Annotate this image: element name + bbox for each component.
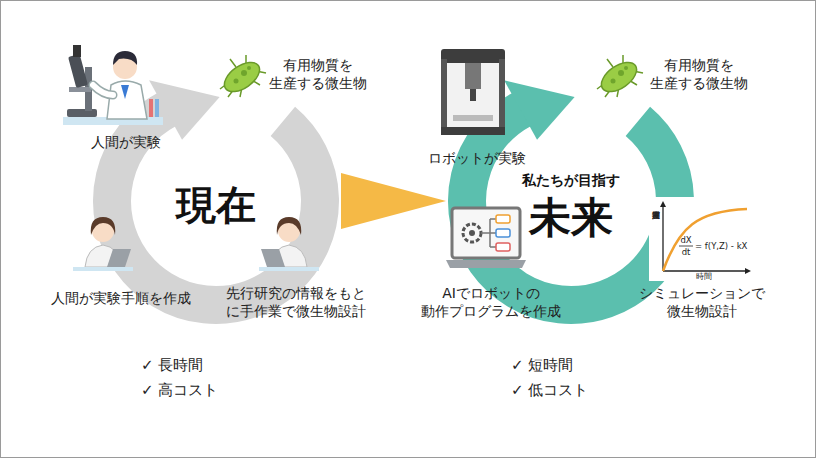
cycle-arrowhead (504, 80, 575, 139)
scientist-icon (63, 37, 163, 132)
scientist-icon-part (93, 85, 113, 95)
simulation-graph (649, 197, 754, 281)
researcher-icon (259, 209, 319, 271)
microbe-icon-part (611, 79, 616, 84)
laptop-icon-part (463, 224, 481, 242)
simulation-graph-part (663, 209, 747, 271)
laptop-icon-part (452, 208, 520, 258)
scientist-icon-part (68, 54, 88, 88)
laptop-icon-part (496, 243, 510, 251)
scientist-icon-part (149, 99, 153, 117)
laptop-icon-part (496, 229, 510, 237)
robot-icon-part (441, 127, 505, 135)
robot-icon-part (441, 49, 505, 63)
microbe-icon (596, 55, 643, 97)
scientist-icon-part (121, 85, 129, 99)
scientist-icon-part (107, 81, 147, 119)
robot-icon-part (499, 59, 505, 133)
microbe-icon-part (618, 70, 624, 76)
check-item: ✓ 長時間 (141, 356, 271, 376)
scientist-icon-part (67, 109, 97, 117)
robot-icon-part (470, 89, 476, 101)
equation-part: dX (675, 235, 697, 245)
microbe-icon-part (624, 66, 628, 70)
researcher-icon-part (259, 267, 319, 271)
researcher-icon-part (73, 267, 133, 271)
laptop-icon (446, 208, 526, 268)
microbe-icon-part (241, 70, 247, 76)
scientist-icon (63, 45, 163, 125)
scientist-icon-part (93, 85, 113, 95)
robot-icon (437, 45, 509, 137)
researcher-icon (73, 209, 133, 271)
simulation-graph-part (662, 203, 663, 271)
scientist-icon-part (69, 87, 91, 92)
microbe-icon-part (234, 79, 239, 84)
axis-label: 時間 (689, 272, 719, 282)
cycle-arrowhead (149, 80, 220, 139)
microbe-icon-part (596, 57, 641, 98)
laptop-icon (446, 204, 526, 276)
researcher-icon-part (261, 249, 285, 267)
cycle-title: 現在 (176, 182, 256, 228)
cycle-title: 未来 (529, 194, 613, 242)
laptop-icon-part (481, 219, 496, 247)
robot-icon (441, 49, 505, 135)
step-caption: シミュレーションで 微生物設計 (623, 284, 781, 320)
laptop-icon-part (446, 260, 526, 268)
robot-icon-part (453, 115, 493, 121)
researcher-icon (73, 217, 133, 271)
simulation-graph (649, 197, 754, 281)
robot-icon-part (447, 63, 499, 127)
check-item: ✓ 高コスト (141, 381, 271, 401)
robot-icon-part (441, 59, 447, 133)
microbe-icon-part (597, 55, 643, 97)
simulation-graph-part (679, 246, 693, 247)
step-caption: 人間が実験手順を作成 (46, 289, 196, 307)
step-caption: 先行研究の情報をもと に手作業で微生物設計 (213, 284, 379, 320)
simulation-graph-part (663, 270, 749, 271)
laptop-icon-part (469, 230, 475, 236)
step-caption: 人間が実験 (71, 133, 181, 151)
microbe-icon-part (220, 55, 266, 97)
researcher-icon-part (277, 217, 302, 235)
researcher-icon-part (91, 217, 116, 235)
simulation-graph-part (660, 201, 666, 207)
microbe-icon-part (219, 57, 264, 98)
microbe-icon (219, 55, 266, 97)
researcher-icon-part (107, 249, 131, 267)
equation-part: dt (675, 247, 697, 257)
scientist-icon-part (155, 99, 159, 117)
step-caption: AIでロボットの 動作プログラムを作成 (405, 284, 577, 320)
cycle-subtitle: 私たちが目指す (522, 172, 620, 188)
check-item: ✓ 短時間 (511, 356, 641, 376)
scientist-icon-part (73, 45, 81, 57)
transition-arrow (341, 173, 446, 229)
researcher-icon (259, 217, 319, 271)
step-caption: 有用物質を 生産する微生物 (641, 56, 757, 92)
equation-part: = f(Y,Z) - kX (695, 241, 755, 251)
laptop-icon-part (496, 215, 510, 223)
scientist-icon-part (113, 51, 137, 65)
check-item: ✓ 低コスト (511, 381, 641, 401)
step-caption: 有用物質を 生産する微生物 (263, 56, 373, 92)
simulation-graph-part (745, 268, 751, 274)
microbe-icon-part (247, 66, 251, 70)
step-caption: ロボットが実験 (419, 149, 535, 167)
microbe-icon (593, 53, 645, 101)
microbe-icon (216, 53, 268, 101)
simulation-graph-part (649, 197, 754, 281)
robot-icon-part (465, 63, 481, 89)
